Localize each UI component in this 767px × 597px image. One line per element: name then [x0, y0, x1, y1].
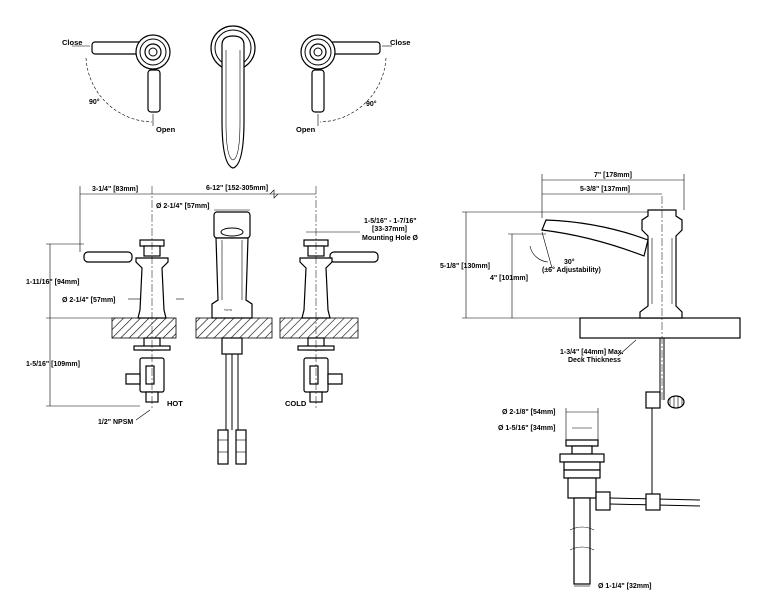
side-view: 7" [178mm] 5-3/8" [137mm] 5-1/8" [130mm]…: [440, 172, 741, 400]
dim-base-dia: Ø 2-1/4" [57mm]: [62, 297, 116, 304]
dim-overall: 7" [178mm]: [594, 172, 632, 179]
drain-tailpiece: [573, 497, 591, 585]
top-view: Close Open 90° Close Open 90°: [62, 25, 410, 169]
lift-rod-clip: [645, 391, 661, 409]
open-label-right: Open: [296, 125, 316, 134]
drain-view: Ø 2-1/8" [54mm] Ø 1-5/16" [34mm] Ø 1-1/4…: [498, 391, 701, 590]
open-label-left: Open: [156, 125, 176, 134]
hot-label: HOT: [167, 399, 183, 408]
side-body: [639, 209, 683, 319]
dim-spread: 6-12" [152-305mm]: [206, 185, 268, 192]
dim-handle-offset: 3-1/4" [83mm]: [92, 186, 138, 193]
dim-drain-tail-dia: Ø 1-1/4" [32mm]: [598, 583, 652, 590]
deck-section-center: [195, 317, 273, 339]
front-view: TOTO 3-1/4" [8: [26, 185, 419, 465]
dim-reach: 5-3/8" [137mm]: [580, 186, 630, 193]
dim-drain-top-dia: Ø 2-1/8" [54mm]: [502, 409, 556, 416]
dim-height-below: 1-5/16" [109mm]: [26, 361, 80, 368]
deck-thickness-line2: Deck Thickness: [568, 357, 621, 364]
cold-label: COLD: [285, 399, 307, 408]
brand-mark: TOTO: [224, 308, 233, 312]
spout-front: TOTO: [211, 211, 253, 465]
mounting-hole-line1: 1-5/16" - 1-7/16": [364, 218, 417, 225]
mounting-hole-line2: [33-37mm]: [372, 226, 407, 233]
drain-flange: [565, 439, 599, 447]
dim-height-above: 1-11/16" [94mm]: [26, 279, 80, 286]
close-label-left: Close: [62, 38, 82, 47]
angle-label-right: 90°: [366, 100, 377, 108]
close-label-right: Close: [390, 38, 410, 47]
spout-top: [210, 25, 256, 169]
deck-section-right: [279, 317, 359, 339]
dim-spout-height: 4" [101mm]: [490, 275, 528, 282]
dim-drain-inner-dia: Ø 1-5/16" [34mm]: [498, 425, 555, 432]
left-handle-top: [72, 34, 171, 126]
deck-thickness-line1: 1-3/4" [44mm] Max.: [560, 349, 624, 356]
mounting-hole-line3: Mounting Hole Ø: [362, 235, 419, 242]
angle-sub: (±6° Adjustability): [542, 266, 601, 274]
angle-label-left: 90°: [89, 98, 100, 106]
deck-section-left: [111, 317, 177, 339]
deck-plate: [579, 317, 741, 339]
dim-spout-dia: Ø 2-1/4" [57mm]: [156, 203, 210, 210]
right-handle-top: [300, 34, 392, 126]
side-spout: [541, 219, 649, 257]
dim-total-height: 5-1/8" [130mm]: [440, 263, 490, 270]
angle-label: 30°: [564, 258, 575, 266]
npsm-label: 1/2" NPSM: [98, 419, 133, 426]
